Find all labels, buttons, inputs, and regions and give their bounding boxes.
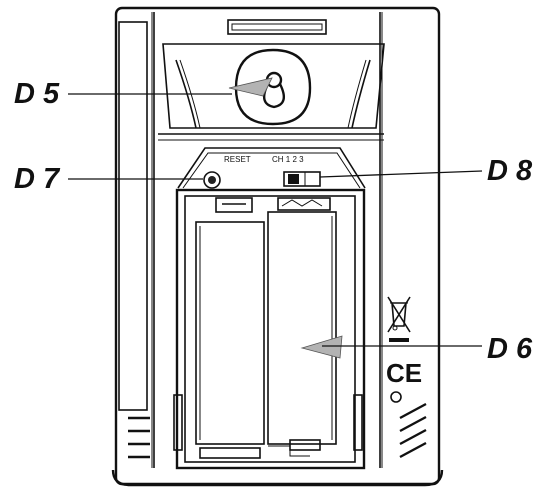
- callout-d6: D 6: [322, 333, 533, 365]
- callout-d7: D 7: [14, 163, 203, 195]
- battery-cell-right: [267, 211, 337, 445]
- callout-d6-label: D 6: [487, 333, 533, 365]
- control-ledge: RESET CH 1 2 3: [177, 147, 366, 189]
- channel-switch-icon: [283, 171, 321, 187]
- callout-d5-label: D 5: [14, 78, 60, 110]
- callout-d8-label: D 8: [487, 155, 533, 187]
- callout-d5: D 5: [14, 78, 232, 110]
- ce-mark-icon: CE: [386, 358, 422, 388]
- keyhole-wall-mount-icon: [234, 48, 312, 126]
- reset-button-icon: [203, 171, 221, 189]
- battery-cell-left: [195, 221, 265, 445]
- callout-d8: D 8: [319, 155, 533, 187]
- callout-d8-leader: [319, 170, 483, 178]
- channel-label: CH 1 2 3: [272, 155, 304, 164]
- device-housing: [111, 6, 444, 487]
- wall-mount-panel: [158, 43, 385, 141]
- screw-hole-icon: [390, 391, 402, 403]
- callout-d7-label: D 7: [14, 163, 61, 195]
- battery-compartment: [173, 188, 366, 470]
- keyhole-slot: [262, 71, 286, 109]
- d5-arrow: [228, 77, 273, 97]
- d6-arrow: [300, 335, 343, 359]
- regulatory-marks: CE: [386, 296, 422, 403]
- crossed-out-wheelie-bin-icon: [387, 296, 411, 342]
- reset-label: RESET: [224, 155, 251, 164]
